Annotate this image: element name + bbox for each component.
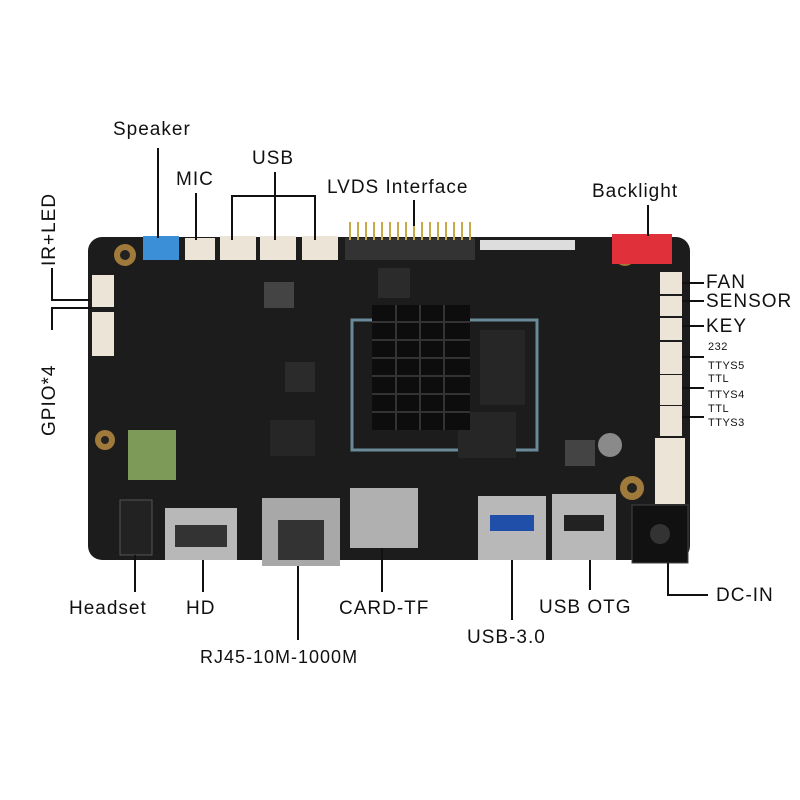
chip [378, 268, 410, 298]
ir-led-connector [92, 275, 114, 307]
tf-card-slot [350, 488, 418, 548]
usb-connector-2 [260, 236, 296, 260]
label-hd: HD [186, 598, 216, 619]
uart3-connector [660, 406, 682, 436]
label-key: KEY [706, 316, 748, 337]
label-speaker: Speaker [113, 119, 191, 140]
lvds-connector [345, 238, 475, 260]
label-dc-in: DC-IN [716, 585, 774, 606]
label-fan: FAN [706, 272, 746, 293]
label-usb3: USB-3.0 [467, 627, 546, 648]
chip [270, 420, 315, 456]
label-usb: USB [252, 148, 295, 169]
inductor [264, 282, 294, 308]
label-gpio: GPIO*4 [39, 364, 60, 436]
backlight-connector [612, 234, 672, 264]
label-uart4-name: TTYS4 [708, 389, 745, 401]
label-sensor: SENSOR [706, 291, 793, 312]
uart5-connector [660, 342, 682, 374]
usb-connector-1 [220, 236, 256, 260]
headset-jack [119, 499, 153, 556]
lvds-pins [349, 222, 471, 240]
label-uart3-name: TTYS3 [708, 417, 745, 429]
mic-connector [185, 238, 215, 260]
label-uart3-type: TTL [708, 403, 730, 415]
wifi-module [128, 430, 176, 480]
fpc-connector [480, 240, 575, 250]
key-connector [660, 318, 682, 340]
gpio-connector [92, 312, 114, 356]
heatsink [372, 305, 470, 430]
sensor-connector [660, 296, 682, 316]
label-uart4-type: TTL [708, 373, 730, 385]
label-card-tf: CARD-TF [339, 598, 430, 619]
chip [480, 330, 525, 405]
label-lvds-interface: LVDS Interface [327, 177, 469, 198]
inductor [565, 440, 595, 466]
label-rj45: RJ45-10M-1000M [200, 647, 359, 667]
label-usb-otg: USB OTG [539, 597, 632, 618]
uart4-connector [660, 375, 682, 405]
fan-connector [660, 272, 682, 294]
usb-connector-3 [302, 236, 338, 260]
capacitor [598, 433, 622, 457]
label-ir-led: IR+LED [39, 192, 60, 266]
label-mic: MIC [176, 169, 214, 190]
label-uart5-type: 232 [708, 341, 728, 353]
chip [285, 362, 315, 392]
leader-lines [51, 148, 708, 640]
speaker-connector [143, 236, 179, 260]
power-connector [655, 438, 685, 504]
label-backlight: Backlight [592, 181, 679, 202]
label-headset: Headset [69, 598, 147, 619]
label-uart5-name: TTYS5 [708, 360, 745, 372]
